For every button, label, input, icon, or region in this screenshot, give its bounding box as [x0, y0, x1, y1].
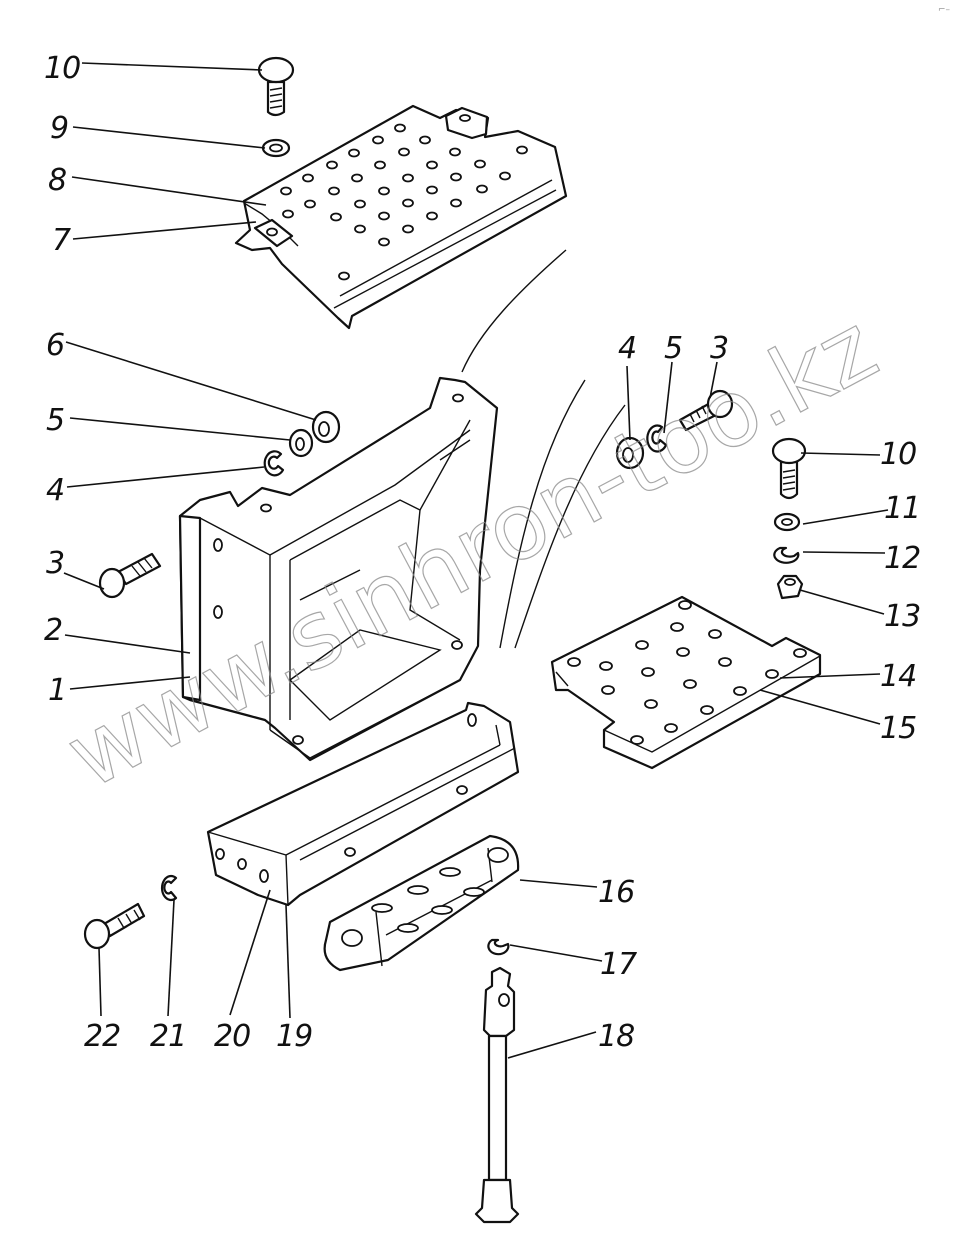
phantom-line-middle-1: [499, 379, 586, 649]
callout-10-top: 10: [44, 51, 80, 86]
spring-washer-bottom-left: [160, 874, 178, 902]
callout-12: 12: [884, 541, 920, 576]
callout-18: 18: [598, 1019, 634, 1054]
callout-6: 6: [46, 328, 64, 363]
washer-right: [773, 512, 801, 532]
callout-13: 13: [884, 599, 920, 634]
callout-19: 19: [276, 1019, 312, 1054]
spring-washer-right: [646, 424, 668, 453]
lower-step-plate: [550, 595, 822, 770]
top-step-plate: [234, 104, 568, 330]
washer-top: [261, 138, 291, 158]
bolt-right-vertical: [771, 437, 807, 500]
spring-washer-bottom: [487, 938, 510, 956]
lower-bracket: [206, 701, 520, 907]
bolt-top: [257, 56, 295, 117]
main-bracket: [178, 376, 499, 762]
callout-4-left: 4: [46, 473, 64, 508]
nut-right-2: [776, 574, 804, 600]
washer-left: [288, 428, 314, 458]
callout-22: 22: [84, 1019, 120, 1054]
callout-20: 20: [214, 1019, 250, 1054]
callout-2: 2: [44, 613, 62, 648]
step-plate-holes: [280, 123, 528, 281]
callout-labels: 10 9 8 7 6 5 4 3 2 1 4 5 3 10 11 12 13 1…: [44, 51, 921, 1054]
rod: [474, 966, 520, 1224]
bolt-right: [678, 389, 734, 432]
step-bar: [323, 834, 520, 972]
callout-16: 16: [598, 875, 634, 910]
nut-left: [311, 410, 341, 444]
corner-mark: ⌐–: [938, 5, 951, 15]
lower-step-plate-holes: [567, 600, 807, 745]
callout-8: 8: [48, 163, 66, 198]
callout-1: 1: [48, 673, 66, 708]
spring-washer-right-2: [773, 546, 800, 564]
callout-21: 21: [150, 1019, 186, 1054]
phantom-line-top: [461, 249, 567, 373]
callout-9: 9: [50, 111, 68, 146]
callout-5-left: 5: [46, 403, 64, 438]
callout-3-right: 3: [710, 331, 728, 366]
callout-10-right: 10: [880, 437, 916, 472]
phantom-line-middle-2: [514, 404, 626, 649]
callout-3-left: 3: [46, 546, 64, 581]
callout-7: 7: [52, 223, 71, 258]
leader-lines: [63, 62, 889, 1059]
bolt-left: [98, 552, 162, 599]
callout-17: 17: [600, 947, 637, 982]
callout-15: 15: [880, 711, 916, 746]
bolt-bottom-left: [83, 902, 146, 950]
callout-11: 11: [884, 491, 920, 526]
spring-washer-left: [263, 450, 285, 477]
nut-right: [615, 436, 645, 470]
callout-5-right: 5: [664, 331, 682, 366]
callout-14: 14: [880, 659, 916, 694]
callout-4-right: 4: [618, 331, 636, 366]
